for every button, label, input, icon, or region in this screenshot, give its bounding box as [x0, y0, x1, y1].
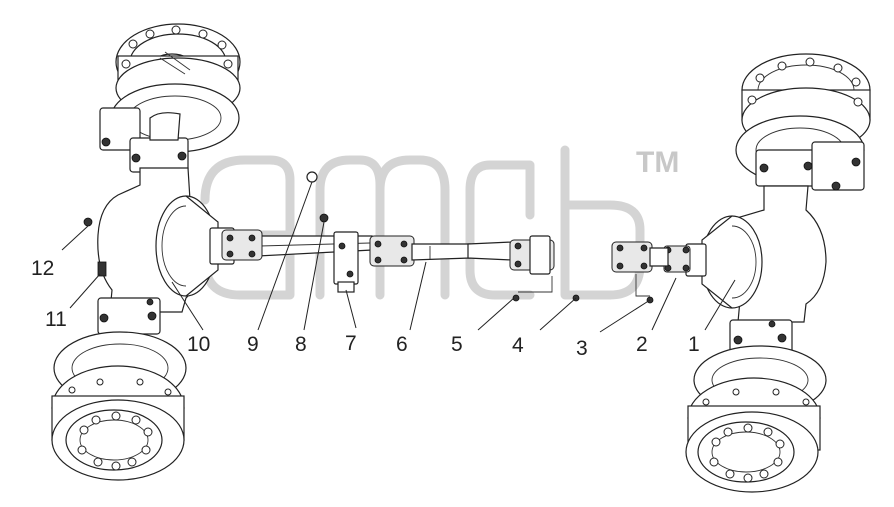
intermediate-support-bearing [333, 231, 359, 293]
left-upper-knuckle [99, 107, 189, 173]
callout-5: 5 [451, 333, 463, 356]
callout-9: 9 [247, 333, 259, 356]
callout-6: 6 [396, 333, 408, 356]
left-lower-knuckle [97, 297, 161, 335]
grease-nipple-9 [306, 171, 318, 183]
drive-shaft-assembly [83, 171, 669, 304]
right-axle-yoke [663, 243, 707, 277]
callout-4: 4 [512, 334, 524, 357]
callout-11: 11 [45, 308, 67, 331]
callout-labels: 1 2 3 4 5 6 7 8 9 10 11 12 [31, 257, 700, 360]
callout-7: 7 [345, 332, 357, 355]
nut-12 [83, 217, 93, 227]
left-lower-wheel-hub [51, 331, 187, 481]
right-drive-axle [663, 53, 871, 493]
nut-8 [319, 213, 329, 223]
right-axle-housing [701, 185, 827, 323]
center-coupling [509, 235, 555, 293]
callout-3: 3 [576, 337, 588, 360]
callout-1: 1 [688, 333, 700, 356]
callout-8: 8 [295, 333, 307, 356]
watermark-logo: TM [200, 145, 679, 300]
callout-12: 12 [31, 257, 54, 280]
left-axle-housing [97, 167, 219, 313]
front-propeller-shaft [611, 241, 669, 297]
right-upper-knuckle [755, 141, 865, 191]
callout-10: 10 [187, 333, 210, 356]
intermediate-shaft [369, 235, 513, 267]
watermark-tm: TM [636, 146, 679, 179]
bolt-11 [97, 261, 107, 277]
right-lower-wheel-hub [685, 345, 827, 493]
leader-lines [61, 181, 736, 333]
callout-2: 2 [636, 333, 648, 356]
fastener-5 [512, 294, 520, 302]
